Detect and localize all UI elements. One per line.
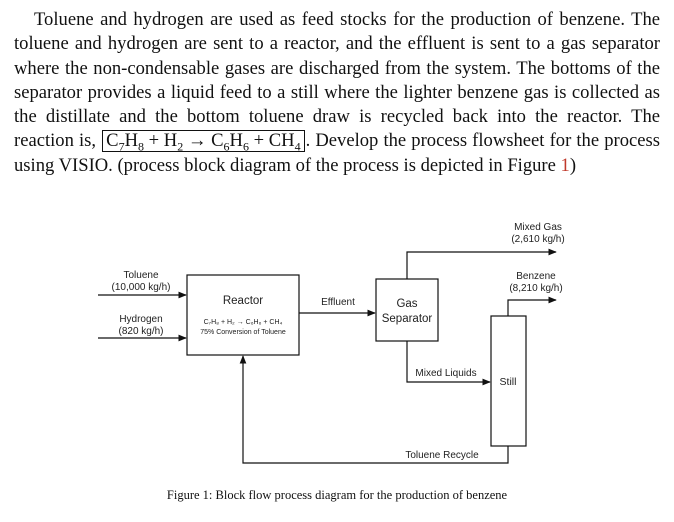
benzene-flow: (8,210 kg/h)	[509, 283, 562, 294]
eq-sub: 8	[138, 140, 145, 155]
toluene-label: Toluene	[123, 270, 158, 281]
figure-caption: Figure 1: Block flow process diagram for…	[166, 488, 508, 502]
eq-part: C	[106, 130, 119, 152]
eq-part: → C	[183, 130, 224, 152]
block-flow-diagram: Toluene (10,000 kg/h) Hydrogen (820 kg/h…	[98, 222, 565, 464]
eq-sub: 2	[177, 140, 184, 155]
statement-text-end: )	[569, 154, 577, 176]
eq-sub: 6	[223, 140, 230, 155]
mixed-liquids-arrow	[406, 341, 491, 386]
benzene-label: Benzene	[516, 271, 556, 282]
separator-label-line1: Gas	[396, 298, 417, 310]
statement-text: Toluene and hydrogen are used as feed st…	[14, 9, 660, 152]
gas-separator-block	[375, 278, 439, 342]
mixed-gas-flow: (2,610 kg/h)	[511, 234, 564, 245]
eq-part: H	[229, 130, 243, 152]
toluene-recycle-label: Toluene Recycle	[405, 450, 479, 461]
eq-part: + CH	[248, 130, 295, 152]
effluent-label: Effluent	[321, 297, 355, 308]
separator-label-line2: Separator	[382, 313, 433, 325]
mixed-liquids-label: Mixed Liquids	[415, 368, 476, 379]
toluene-flow: (10,000 kg/h)	[112, 282, 171, 293]
eq-sub: 6	[242, 140, 249, 155]
reactor-label: Reactor	[223, 295, 263, 307]
eq-part: + H	[144, 130, 178, 152]
still-label: Still	[500, 376, 517, 388]
reactor-block	[186, 274, 300, 356]
hydrogen-label: Hydrogen	[119, 314, 162, 325]
reaction-equation: C7H8 + H2 → C6H6 + CH4	[102, 130, 305, 155]
still-column	[490, 315, 527, 447]
eq-sub: 4	[294, 140, 301, 155]
benzene-product-arrow	[507, 296, 557, 316]
reactor-conversion: 75% Conversion of Toluene	[200, 329, 286, 336]
problem-statement: Toluene and hydrogen are used as feed st…	[14, 8, 660, 178]
figure-reference-link[interactable]: 1	[560, 154, 570, 176]
toluene-recycle-arrow	[239, 355, 509, 464]
eq-sub: 7	[118, 140, 125, 155]
eq-part: H	[124, 130, 139, 152]
statement-text-continued: . Develop the process flowsheet for the …	[14, 130, 660, 176]
mixed-gas-arrow	[406, 248, 557, 279]
mixed-gas-label: Mixed Gas	[514, 222, 562, 233]
hydrogen-flow: (820 kg/h)	[118, 326, 163, 337]
reactor-reaction: C₇H₈ + H₂ → C₆H₆ + CH₄	[204, 319, 283, 326]
